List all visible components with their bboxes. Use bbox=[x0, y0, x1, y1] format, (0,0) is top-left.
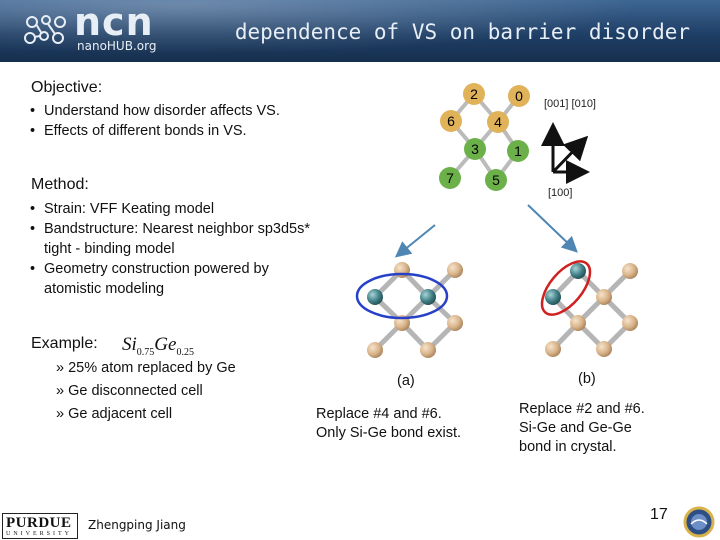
numbered-atoms: 2 0 6 4 3 1 7 5 bbox=[439, 83, 530, 191]
caption-line: Replace #2 and #6. bbox=[519, 401, 645, 417]
lattice-bonds bbox=[448, 92, 521, 182]
caption-line: Si-Ge and Ge-Ge bbox=[519, 420, 632, 436]
atom-label: 5 bbox=[492, 172, 500, 188]
panel-a-caption: Replace #4 and #6. Only Si-Ge bond exist… bbox=[316, 405, 461, 443]
example-item: 25% atom replaced by Ge bbox=[56, 357, 236, 380]
method-item: Bandstructure: Nearest neighbor sp3d5s* t… bbox=[30, 219, 310, 259]
method-item: Strain: VFF Keating model bbox=[30, 199, 310, 219]
atom-label: 0 bbox=[515, 88, 523, 104]
method-item: Geometry construction powered by atomisti… bbox=[30, 259, 310, 299]
purdue-wordmark: PURDUE bbox=[6, 515, 72, 531]
numbered-atom bbox=[464, 138, 486, 160]
panel-b-tag: (b) bbox=[578, 371, 596, 387]
alloy-formula: Si0.75Ge0.25 bbox=[122, 334, 194, 358]
numbered-atom bbox=[487, 111, 509, 133]
numbered-atom bbox=[508, 85, 530, 107]
purdue-sub: UNIVERSITY bbox=[6, 531, 72, 537]
si-atom bbox=[622, 263, 638, 279]
formula-element: Ge bbox=[154, 334, 177, 355]
objective-list: Understand how disorder affects VS. Effe… bbox=[30, 101, 280, 141]
ge-atom bbox=[570, 263, 586, 279]
formula-subscript: 0.25 bbox=[176, 346, 194, 358]
method-item-text: Geometry construction powered by bbox=[44, 261, 269, 277]
crystal-axes bbox=[541, 122, 590, 184]
objective-item: Understand how disorder affects VS. bbox=[30, 101, 280, 121]
highlight-ellipse-b bbox=[540, 260, 592, 316]
ge-atom bbox=[545, 289, 561, 305]
method-heading: Method: bbox=[31, 176, 89, 193]
si-atom bbox=[570, 315, 586, 331]
atom-label: 6 bbox=[447, 113, 455, 129]
atom-label: 2 bbox=[470, 86, 478, 102]
objective-heading: Objective: bbox=[31, 79, 103, 96]
page-number: 17 bbox=[650, 506, 668, 523]
axis-label-bottom: [100] bbox=[548, 187, 572, 199]
numbered-atom bbox=[507, 140, 529, 162]
numbered-atom bbox=[485, 169, 507, 191]
axis-label-top: [001] [010] bbox=[544, 98, 596, 110]
crystal-b bbox=[540, 260, 638, 357]
si-atom bbox=[394, 315, 410, 331]
atom-label: 7 bbox=[446, 170, 454, 186]
title-bar: ncn nanoHUB.org dependence of VS on barr… bbox=[0, 0, 720, 62]
example-item: Ge disconnected cell bbox=[56, 380, 236, 403]
example-heading: Example: bbox=[31, 335, 98, 352]
atom-label: 3 bbox=[471, 141, 479, 157]
ge-atom bbox=[420, 289, 436, 305]
numbered-atom bbox=[439, 167, 461, 189]
si-atom bbox=[367, 342, 383, 358]
example-list: 25% atom replaced by Ge Ge disconnected … bbox=[56, 357, 236, 426]
si-atom bbox=[420, 342, 436, 358]
si-atom bbox=[596, 341, 612, 357]
method-item-text: Strain: VFF Keating model bbox=[44, 201, 215, 217]
title-bar-sheen bbox=[0, 0, 720, 62]
si-atom bbox=[394, 262, 410, 278]
si-atom bbox=[447, 262, 463, 278]
formula-subscript: 0.75 bbox=[136, 346, 155, 358]
si-atom bbox=[545, 341, 561, 357]
slide-title: dependence of VS on barrier disorder bbox=[234, 20, 690, 44]
atom-label: 4 bbox=[494, 114, 502, 130]
method-list: Strain: VFF Keating model Bandstructure:… bbox=[30, 199, 310, 299]
author-name: Zhengping Jiang bbox=[88, 518, 186, 532]
crystal-a bbox=[355, 262, 463, 358]
arrow-to-b bbox=[527, 204, 578, 253]
formula-element: Si bbox=[122, 334, 137, 355]
nsf-seal-icon bbox=[683, 506, 715, 538]
method-item-text: Bandstructure: Nearest neighbor sp3d5s* bbox=[44, 221, 310, 237]
ge-atom bbox=[367, 289, 383, 305]
panel-a-tag: (a) bbox=[397, 373, 415, 389]
si-atom bbox=[447, 315, 463, 331]
panel-b-caption: Replace #2 and #6. Si-Ge and Ge-Ge bond … bbox=[519, 400, 645, 457]
si-atom bbox=[596, 289, 612, 305]
purdue-logo: PURDUE UNIVERSITY bbox=[2, 513, 78, 539]
si-atom bbox=[622, 315, 638, 331]
atom-label: 1 bbox=[514, 143, 522, 159]
molecule-logo-icon bbox=[24, 15, 66, 44]
arrow-to-a bbox=[394, 224, 436, 258]
caption-line: Only Si-Ge bond exist. bbox=[316, 425, 462, 441]
logo-main-text: ncn bbox=[74, 0, 154, 44]
caption-line: bond in crystal. bbox=[519, 439, 617, 455]
example-item: Ge adjacent cell bbox=[56, 403, 236, 426]
logo-sub-text: nanoHUB.org bbox=[77, 39, 157, 53]
highlight-ellipse-a bbox=[355, 272, 449, 320]
method-item-text: atomistic modeling bbox=[44, 281, 165, 297]
numbered-atom bbox=[463, 83, 485, 105]
ncn-logo: ncn nanoHUB.org bbox=[22, 0, 162, 56]
objective-item: Effects of different bonds in VS. bbox=[30, 121, 280, 141]
numbered-atom bbox=[440, 110, 462, 132]
method-item-text: tight - binding model bbox=[44, 241, 175, 257]
caption-line: Replace #4 and #6. bbox=[316, 406, 442, 422]
